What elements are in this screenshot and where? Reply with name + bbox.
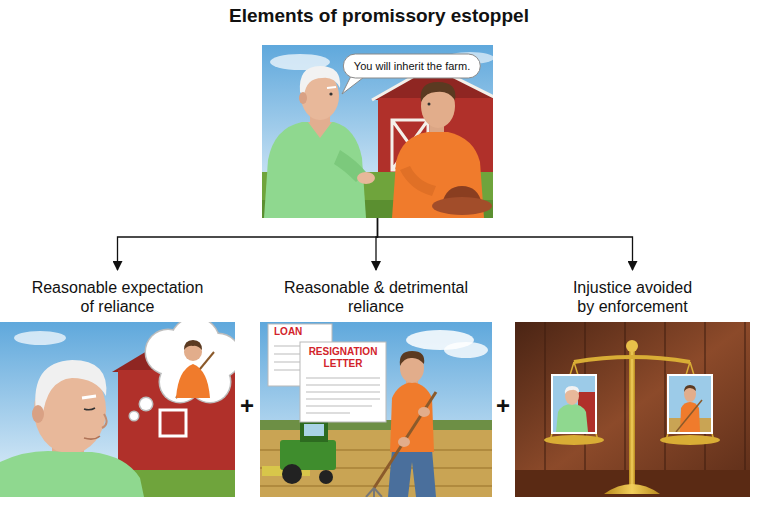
promise-scene-part <box>357 172 375 184</box>
promise-scene-part <box>264 122 366 218</box>
element-heading: Reasonable expectation of reliance <box>28 278 208 316</box>
justice-scene-part-part <box>669 376 711 432</box>
reliance-scene-part <box>366 488 382 497</box>
element-panel: Reasonable expectation of reliance <box>0 270 235 497</box>
plus-sign: + <box>494 392 512 420</box>
expectation-scene <box>0 322 235 497</box>
promise-scene-part <box>329 92 332 95</box>
element-panel: Reasonable & detrimental reliance <box>260 270 492 497</box>
expectation-scene-part <box>32 405 44 423</box>
element-panel: Injustice avoided by enforcement <box>515 270 750 497</box>
reliance-scene-part <box>306 378 380 413</box>
justice-scene-part <box>604 484 660 494</box>
speech-bubble: You will inherit the farm. <box>343 54 481 79</box>
expectation-scene-part <box>129 322 236 422</box>
reliance-scene-part <box>260 322 492 497</box>
promise-scene-part <box>432 197 492 215</box>
justice-scene-part-part <box>684 386 696 402</box>
expectation-scene-part <box>102 414 107 428</box>
expectation-scene-part <box>176 364 210 398</box>
justice-scene-part <box>551 374 597 434</box>
promise-scene-part <box>300 66 340 96</box>
justice-scene-part <box>550 362 714 440</box>
justice-scene <box>515 322 750 497</box>
justice-scene-part <box>544 435 604 445</box>
reliance-scene-part <box>300 342 386 422</box>
reliance-scene-part <box>374 392 436 488</box>
reliance-scene-part <box>304 424 324 436</box>
promise-scene-part <box>299 92 307 104</box>
expectation-scene-part-part <box>140 398 152 410</box>
expectation-scene-part <box>160 410 186 436</box>
justice-scene-part-part <box>556 404 588 432</box>
justice-scene-part-part <box>565 387 579 405</box>
expectation-scene-part <box>0 451 144 497</box>
diagram-title: Elements of promissory estoppel <box>0 4 758 27</box>
expectation-scene-part-part <box>130 412 138 420</box>
expectation-scene-part <box>14 331 66 345</box>
element-heading: Injustice avoided by enforcement <box>566 278 700 316</box>
plus-sign: + <box>238 392 256 420</box>
justice-scene-part-part <box>565 386 579 394</box>
expectation-scene-part <box>84 408 95 410</box>
expectation-scene-part <box>130 322 235 420</box>
connector-arrow <box>118 218 378 270</box>
scene-panel: You will inherit the farm. <box>262 45 493 218</box>
justice-scene-part <box>660 435 720 445</box>
reliance-scene-part <box>398 437 410 447</box>
expectation-scene-part <box>184 340 202 350</box>
document-heading: LOAN <box>274 326 318 338</box>
justice-scene-part <box>515 322 750 497</box>
expectation-scene-part <box>82 396 96 398</box>
element-heading: Reasonable & detrimental reliance <box>276 278 476 316</box>
promise-scene <box>262 45 493 218</box>
reliance-scene-part <box>444 342 488 358</box>
justice-scene-part <box>574 357 690 362</box>
connector-arrow <box>378 218 633 270</box>
justice-scene-part <box>553 376 595 432</box>
justice-scene-part-part <box>684 385 696 392</box>
justice-scene-part <box>629 350 635 488</box>
expectation-scene-part-part <box>129 411 140 422</box>
reliance-scene-part <box>390 382 434 452</box>
justice-scene-part-part <box>676 400 702 432</box>
reliance-scene-part <box>400 351 425 366</box>
promise-scene-part <box>327 87 336 88</box>
promise-scene-part <box>421 82 456 102</box>
expectation-scene-part <box>84 436 100 439</box>
justice-scene-part <box>626 340 638 352</box>
document-heading: RESIGNATION LETTER <box>301 346 385 370</box>
promise-scene-part <box>428 103 431 106</box>
reliance-scene-part <box>282 464 302 484</box>
promise-scene-part <box>308 122 332 138</box>
reliance-scene <box>260 322 492 497</box>
justice-scene-part <box>669 376 711 432</box>
reliance-scene-part <box>300 420 328 442</box>
reliance-scene-part <box>418 407 430 417</box>
expectation-scene-part-part <box>139 397 154 412</box>
reliance-scene-part <box>319 470 333 484</box>
justice-scene-part <box>667 374 713 434</box>
justice-scene-part-part <box>553 376 595 432</box>
expectation-scene-part <box>35 360 106 420</box>
promise-scene-part <box>400 166 436 196</box>
